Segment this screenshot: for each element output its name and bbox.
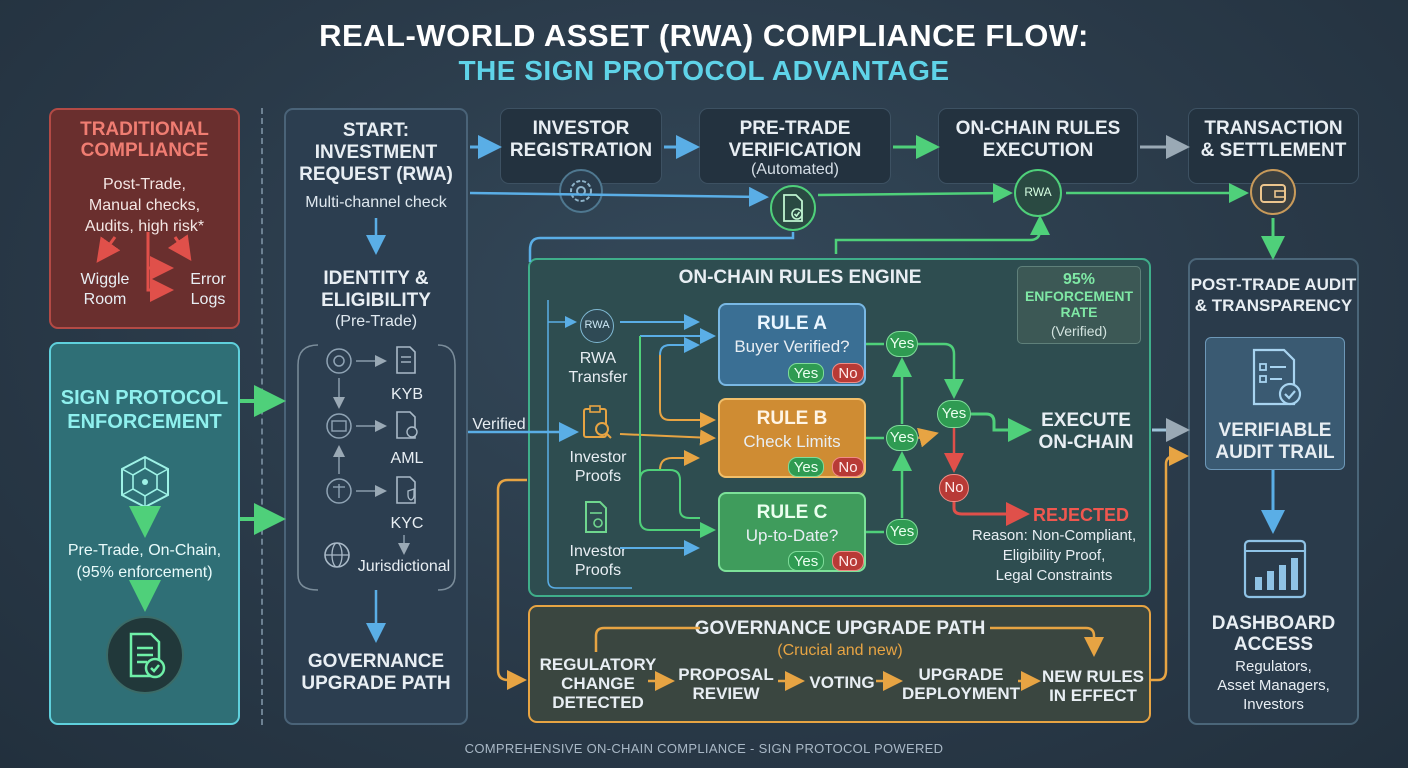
rwa-transfer-badge: RWA bbox=[580, 309, 614, 343]
gear-icon bbox=[326, 348, 352, 374]
main-title: REAL-WORLD ASSET (RWA) COMPLIANCE FLOW: bbox=[319, 18, 1089, 53]
registration-gear-icon bbox=[559, 169, 603, 213]
jurisdictional-check: Jurisdictional bbox=[357, 558, 451, 575]
main-subtitle: THE SIGN PROTOCOL ADVANTAGE bbox=[458, 55, 950, 86]
kyb-document-icon bbox=[396, 346, 416, 374]
kyc-check: KYC bbox=[390, 515, 424, 532]
footer-caption: COMPREHENSIVE ON-CHAIN COMPLIANCE - SIGN… bbox=[464, 741, 944, 756]
wallet-icon bbox=[1250, 169, 1296, 215]
identity-pretrade-label: (Pre-Trade) bbox=[334, 313, 418, 330]
checklist-icon bbox=[1252, 348, 1302, 406]
rejected-label: REJECTED bbox=[1032, 505, 1130, 525]
verified-document-badge bbox=[106, 616, 184, 694]
globe-icon bbox=[324, 542, 350, 568]
rule-b-yes-pill: Yes bbox=[788, 457, 824, 477]
scales-icon bbox=[326, 478, 352, 504]
kyc-document-icon bbox=[396, 476, 416, 504]
governance-upgrade-panel: GOVERNANCE UPGRADE PATH (Crucial and new… bbox=[528, 605, 1151, 723]
transaction-settlement-title: TRANSACTION& SETTLEMENT bbox=[1200, 118, 1347, 161]
verified-document-icon bbox=[129, 632, 166, 679]
rule-b-yes-node: Yes bbox=[886, 425, 918, 451]
rule-c-yes-node: Yes bbox=[886, 519, 918, 545]
rule-a-yes-node: Yes bbox=[886, 331, 918, 357]
certificate-icon bbox=[585, 501, 607, 533]
rules-engine-title: ON-CHAIN RULES ENGINE bbox=[678, 267, 922, 288]
kyb-check: KYB bbox=[390, 386, 423, 403]
verified-label: Verified bbox=[472, 416, 526, 433]
clipboard-search-icon bbox=[583, 405, 612, 439]
dashboard-users: Regulators,Asset Managers,Investors bbox=[1217, 658, 1330, 713]
rule-a-yes-pill: Yes bbox=[788, 363, 824, 383]
identity-eligibility-title: IDENTITY &ELIGIBILITY bbox=[321, 268, 431, 311]
decision-yes-node: Yes bbox=[937, 400, 971, 428]
rule-b-no-pill: No bbox=[832, 457, 864, 477]
aml-document-icon bbox=[396, 411, 418, 439]
governance-title: GOVERNANCE UPGRADE PATH bbox=[694, 618, 986, 639]
rule-c-yes-pill: Yes bbox=[788, 551, 824, 571]
sign-protocol-description: Pre-Trade, On-Chain,(95% enforcement) bbox=[67, 542, 222, 581]
governance-subtitle: (Crucial and new) bbox=[777, 642, 903, 659]
multichannel-check: Multi-channel check bbox=[305, 194, 447, 211]
rejection-reason: Reason: Non-Compliant,Eligibility Proof,… bbox=[971, 527, 1137, 584]
rule-a-no-pill: No bbox=[832, 363, 864, 383]
rule-c-no-pill: No bbox=[832, 551, 864, 571]
voting-step: VOTING bbox=[809, 673, 875, 692]
pretrade-automated-label: (Automated) bbox=[750, 161, 840, 178]
aml-check: AML bbox=[390, 450, 424, 467]
decision-no-node: No bbox=[939, 474, 969, 502]
id-card-icon bbox=[326, 413, 352, 439]
verification-document-icon bbox=[770, 185, 816, 231]
post-trade-title: POST-TRADE AUDIT& TRANSPARENCY bbox=[1190, 275, 1357, 315]
dashboard-chart-icon bbox=[1243, 539, 1307, 599]
traditional-description: Post-Trade,Manual checks,Audits, high ri… bbox=[84, 176, 205, 235]
rule-b-card: RULE B Check Limits bbox=[718, 398, 866, 478]
